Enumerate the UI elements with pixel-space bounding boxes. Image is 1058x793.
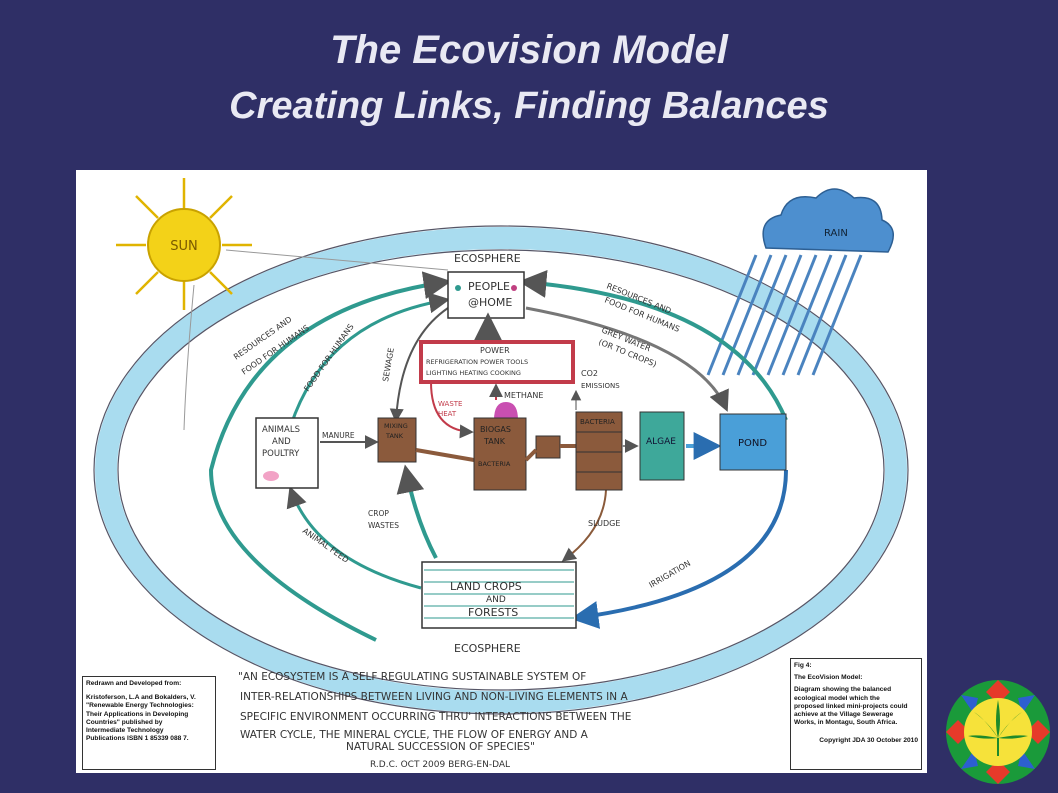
fig-line-2: ecological model which the	[794, 694, 880, 702]
ecosphere-top-label: ECOSPHERE	[454, 252, 521, 265]
quote-line-5: NATURAL SUCCESSION OF SPECIES"	[346, 741, 535, 753]
crop-wastes-label-2: WASTES	[368, 521, 399, 530]
leaf-emblem-icon	[946, 680, 1050, 784]
biogas-label-3: BACTERIA	[478, 460, 511, 468]
credit-line-1: Kristoferson, L.A and Bokalders, V.	[86, 694, 196, 702]
quote-line-2: INTER-RELATIONSHIPS BETWEEN LIVING AND N…	[240, 691, 628, 703]
crops-label-2: AND	[486, 595, 506, 605]
ecovision-diagram: SUN RAIN ECOSPHERE ECOSPHERE	[76, 170, 927, 773]
co2-label: CO2	[581, 369, 598, 378]
people-label: PEOPLE	[468, 280, 510, 293]
bacteria-node: BACTERIA	[575, 411, 623, 491]
grey-water-arrow	[525, 306, 729, 412]
algae-node: ALGAE	[639, 411, 685, 481]
fig-number: Fig 4:	[794, 662, 812, 669]
biogas-label-2: TANK	[483, 437, 506, 446]
irrigation-arrow	[570, 469, 788, 629]
rain-cloud-icon: RAIN	[706, 188, 894, 376]
food-inner-label: FOOD FOR HUMANS	[302, 322, 355, 393]
resources-left-arrow	[208, 271, 452, 642]
quote-line-4: WATER CYCLE, THE MINERAL CYCLE, THE FLOW…	[240, 729, 589, 741]
people-home-label: @HOME	[468, 296, 512, 309]
animal-feed-label: ANIMAL FEED	[301, 526, 350, 564]
signature: R.D.C. OCT 2009 BERG-EN-DAL	[370, 760, 510, 770]
sun-icon: SUN	[116, 178, 252, 310]
fig-line-4: achieve at the Village Sewerage	[794, 711, 894, 719]
credit-line-6: Publications ISBN 1 85339 088 7.	[86, 735, 189, 743]
power-line2: LIGHTING HEATING COOKING	[426, 369, 521, 377]
figure-caption-box: Fig 4: The EcoVision Model: Diagram show…	[790, 658, 922, 770]
fig-title: The EcoVision Model:	[794, 674, 863, 682]
sludge-label: SLUDGE	[588, 519, 620, 528]
credit-box: Redrawn and Developed from: Kristoferson…	[82, 676, 216, 770]
food-inner-arrow	[289, 292, 451, 426]
power-line1: REFRIGERATION POWER TOOLS	[426, 358, 528, 366]
credit-heading: Redrawn and Developed from:	[86, 680, 182, 687]
irrigation-label: IRRIGATION	[648, 559, 693, 590]
credit-line-5: Intermediate Technology	[86, 727, 164, 735]
fig-line-3: proposed linked mini-projects could	[794, 702, 908, 710]
ecosphere-ring	[95, 227, 907, 713]
land-crops-node: LAND CROPS AND FORESTS	[421, 561, 577, 629]
power-title: POWER	[480, 346, 510, 355]
mixing-label-1: MIXING	[384, 422, 408, 430]
crop-wastes-label-1: CROP	[368, 509, 389, 518]
emissions-label: EMISSIONS	[581, 382, 620, 390]
pond-node: POND	[719, 413, 787, 471]
sewage-label: SEWAGE	[381, 347, 396, 382]
animals-label-3: POULTRY	[262, 449, 300, 459]
sludge-arrow	[561, 489, 607, 562]
credit-line-4: Countries" published by	[86, 718, 163, 726]
fig-line-5: Works, in Montagu, South Africa.	[794, 719, 898, 727]
methane-label: METHANE	[504, 391, 543, 400]
crop-wastes-arrow	[396, 464, 438, 559]
fig-copyright: Copyright JDA 30 October 2010	[819, 737, 918, 745]
credit-line-3: Their Applications in Developing	[86, 710, 189, 718]
crops-label-3: FORESTS	[468, 606, 518, 619]
pond-label: POND	[738, 438, 767, 449]
mixing-label-2: TANK	[385, 432, 404, 440]
rain-label: RAIN	[824, 228, 848, 239]
quote-line-3: SPECIFIC ENVIRONMENT OCCURRING THRU' INT…	[240, 711, 631, 723]
animals-poultry-node: ANIMALS AND POULTRY	[255, 417, 319, 489]
slide-subtitle: Creating Links, Finding Balances	[229, 85, 829, 127]
crops-label-1: LAND CROPS	[450, 580, 522, 593]
fig-line-1: Diagram showing the balanced	[794, 686, 892, 694]
ecosystem-quote: "AN ECOSYSTEM IS A SELF REGULATING SUSTA…	[238, 671, 631, 753]
animals-label-2: AND	[272, 437, 291, 447]
animals-label-1: ANIMALS	[262, 425, 300, 435]
biogas-label-1: BIOGAS	[480, 425, 511, 434]
sun-label: SUN	[170, 239, 198, 254]
ecosphere-bottom-label: ECOSPHERE	[454, 642, 521, 655]
quote-line-1: "AN ECOSYSTEM IS A SELF REGULATING SUSTA…	[238, 671, 586, 683]
diagram-canvas: SUN RAIN ECOSPHERE ECOSPHERE	[93, 178, 909, 770]
bacteria-label: BACTERIA	[580, 418, 615, 426]
people-node: PEOPLE @HOME	[447, 271, 525, 319]
algae-label: ALGAE	[646, 437, 676, 447]
waste-heat-label: WASTE	[438, 400, 462, 408]
resources-right-arrow	[518, 269, 788, 421]
sewage-arrow	[389, 307, 449, 423]
slide-title: The Ecovision Model	[330, 28, 728, 72]
biogas-tank-node: BIOGAS TANK BACTERIA	[473, 402, 527, 491]
credit-line-2: "Renewable Energy Technologies:	[86, 702, 194, 710]
power-node: POWER REFRIGERATION POWER TOOLS LIGHTING…	[419, 340, 575, 384]
animal-feed-arrow	[286, 486, 422, 590]
mixing-tank-node: MIXING TANK	[377, 417, 417, 463]
pig-icon	[263, 471, 279, 481]
waste-heat-label-2: HEAT	[438, 410, 457, 418]
manure-label: MANURE	[322, 431, 355, 440]
